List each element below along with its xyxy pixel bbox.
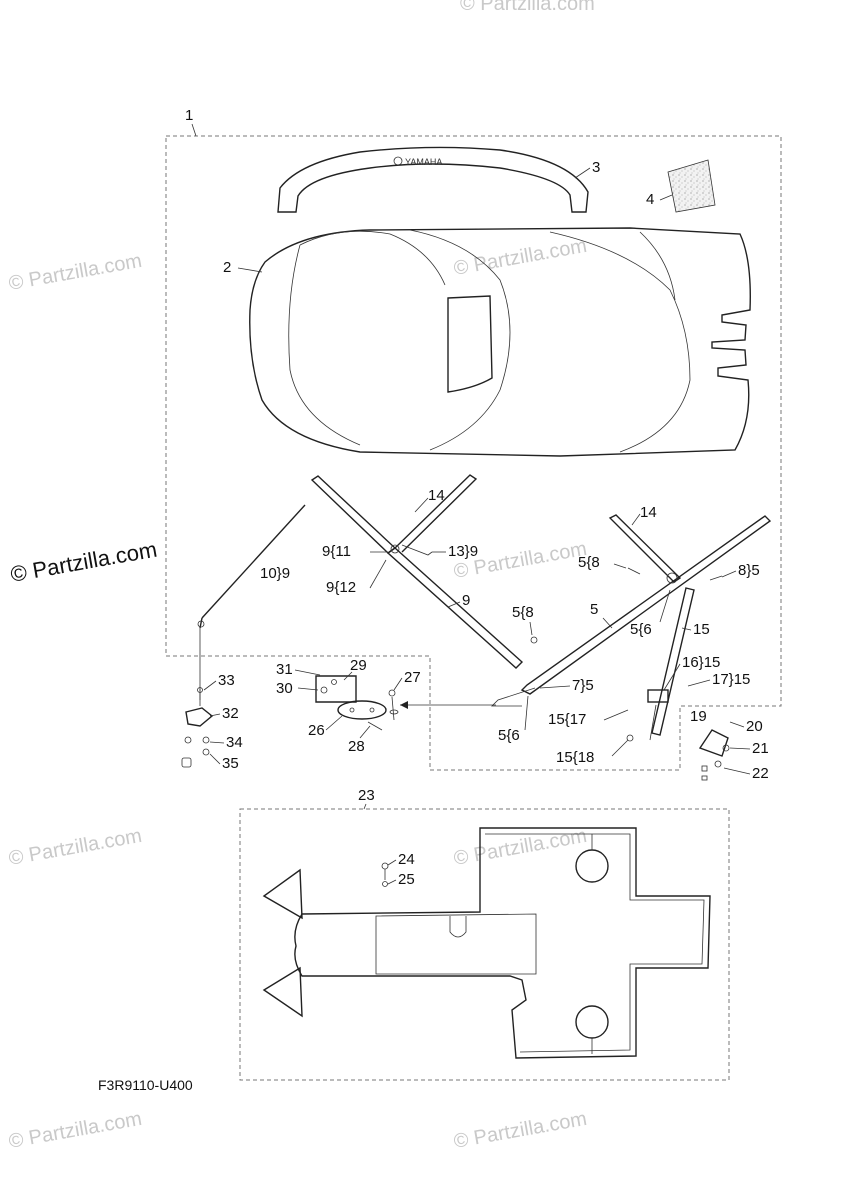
part-5-frame: [491, 514, 772, 707]
label-9: 9: [462, 592, 470, 609]
yamaha-logo: YAMAHA: [405, 157, 442, 167]
group-box-mat: [239, 808, 730, 1081]
part-19-bracket: [698, 729, 730, 781]
part-32-mount: [181, 687, 214, 768]
watermark: © Partzilla.com: [452, 1108, 589, 1153]
watermark: © Partzilla.com: [7, 250, 144, 295]
label-15: 15: [693, 621, 710, 638]
part-15-strap: [647, 587, 695, 741]
label-10-9: 10}9: [260, 565, 290, 582]
label-5-6-bottom: 5{6: [498, 727, 520, 744]
diagram-code: F3R9110-U400: [98, 1077, 193, 1093]
part-3-handle-pad: YAMAHA: [277, 146, 589, 213]
label-29: 29: [350, 657, 367, 674]
label-22: 22: [752, 765, 769, 782]
label-16-15: 16}15: [682, 654, 720, 671]
watermark: © Partzilla.com: [7, 1108, 144, 1153]
label-15-17: 15{17: [548, 711, 586, 728]
label-13-9: 13}9: [448, 543, 478, 560]
part-2-cover: [249, 227, 751, 457]
watermark: © Partzilla.com: [452, 825, 589, 870]
label-4: 4: [646, 191, 654, 208]
label-5-8-top: 5{8: [578, 554, 600, 571]
group-box-main: [165, 135, 782, 771]
part-29-hinge: [315, 675, 399, 731]
label-35: 35: [222, 755, 239, 772]
label-2: 2: [223, 259, 231, 276]
watermark-large: © Partzilla.com: [9, 537, 159, 587]
label-1: 1: [185, 107, 193, 124]
label-9-12: 9{12: [326, 579, 356, 596]
label-27: 27: [404, 669, 421, 686]
label-25: 25: [398, 871, 415, 888]
label-8-5: 8}5: [738, 562, 760, 579]
label-5: 5: [590, 601, 598, 618]
label-28: 28: [348, 738, 365, 755]
label-15-18: 15{18: [556, 749, 594, 766]
label-23: 23: [358, 787, 375, 804]
watermark: © Partzilla.com: [452, 235, 589, 280]
label-26: 26: [308, 722, 325, 739]
label-9-11: 9{11: [322, 543, 351, 560]
label-14-right: 14: [640, 504, 657, 521]
watermark: © Partzilla.com: [460, 0, 595, 15]
label-14-left: 14: [428, 487, 445, 504]
part-9-frame: [310, 474, 524, 669]
label-31: 31: [276, 661, 293, 678]
label-19: 19: [690, 708, 707, 725]
label-24: 24: [398, 851, 415, 868]
part-24-fastener: [381, 862, 389, 887]
watermark: © Partzilla.com: [7, 825, 144, 870]
label-5-6-top: 5{6: [630, 621, 652, 638]
part-23-floor-mat: [262, 827, 711, 1059]
label-21: 21: [752, 740, 769, 757]
part-4-decal: [667, 159, 716, 213]
label-7-5: 7}5: [572, 677, 594, 694]
label-17-15: 17}15: [712, 671, 750, 688]
label-30: 30: [276, 680, 293, 697]
label-33: 33: [218, 672, 235, 689]
label-32: 32: [222, 705, 239, 722]
label-5-8-mid: 5{8: [512, 604, 534, 621]
label-20: 20: [746, 718, 763, 735]
label-34: 34: [226, 734, 243, 751]
label-3: 3: [592, 159, 600, 176]
